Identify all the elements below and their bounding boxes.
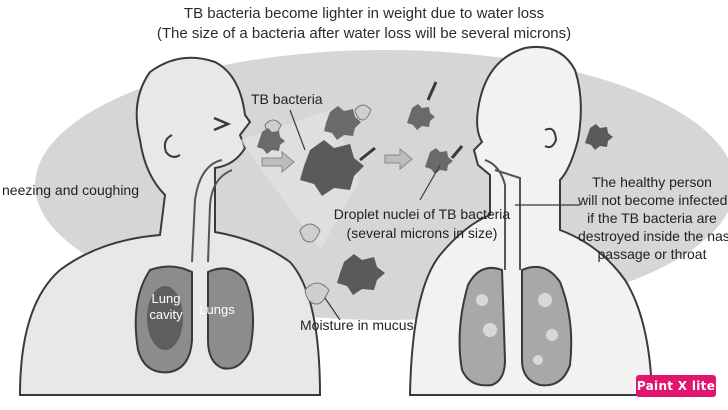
diagram-title-line1: TB bacteria become lighter in weight due… <box>183 5 545 22</box>
healthy-person <box>408 46 654 396</box>
spread-arrow <box>261 150 295 174</box>
healthy-label-line2: will not become infected <box>578 192 728 208</box>
mucus-droplet <box>354 104 372 121</box>
infected-eye <box>213 116 232 132</box>
leader-line <box>289 109 306 151</box>
rise-arrow <box>426 81 438 101</box>
tb-bacteria-label: TB bacteria <box>251 91 323 107</box>
lung-cavity-label-line1: Lung <box>151 291 181 306</box>
lung-cavity-spot <box>147 286 183 350</box>
droplet-label-line1: Droplet nuclei of TB bacteria <box>333 206 511 222</box>
infected-ear <box>163 134 181 158</box>
lung-cavity-label-line2: cavity <box>149 307 183 322</box>
healthy-lung-left <box>458 266 507 387</box>
healthy-lung-right <box>521 266 573 387</box>
lung-bubble <box>533 355 543 365</box>
healthy-airway <box>484 159 521 270</box>
rise-arrow <box>450 145 464 159</box>
healthy-ear <box>544 127 558 149</box>
infected-person <box>18 56 322 396</box>
healthy-label-line4: destroyed inside the nasal <box>578 228 728 244</box>
tb-bacterium <box>300 140 364 196</box>
tb-bacterium <box>585 124 613 150</box>
healthy-label-line5: passage or throat <box>597 246 707 262</box>
tb-bacterium <box>257 128 285 154</box>
infected-airway <box>191 159 233 263</box>
droplet-label-line2: (several microns in size) <box>346 225 498 241</box>
lungs-label: Lungs <box>199 302 235 317</box>
lung-bubble <box>538 293 552 307</box>
lung-bubble <box>483 323 497 337</box>
lung-bubble <box>546 329 558 341</box>
spread-arrow <box>384 147 413 171</box>
tb-bacterium <box>324 106 361 140</box>
healthy-label-line3: if the TB bacteria are <box>587 210 717 226</box>
tb-bacterium <box>407 104 435 130</box>
lung-bubble <box>476 294 488 306</box>
infected-lung-right <box>207 267 254 370</box>
paint-x-lite-badge: Paint X lite <box>636 375 716 397</box>
sneezing-label: neezing and coughing <box>2 182 140 198</box>
moisture-label: Moisture in mucus <box>300 317 414 333</box>
diagram-title-line2: (The size of a bacteria after water loss… <box>156 25 572 42</box>
leader-line <box>324 297 341 321</box>
healthy-label-line1: The healthy person <box>592 174 712 190</box>
mucus-droplet <box>304 282 330 305</box>
rise-arrow <box>359 146 376 162</box>
tb-bacterium <box>425 148 453 174</box>
tb-bacterium <box>337 254 385 295</box>
leader-line <box>419 164 441 201</box>
mucus-droplet <box>299 223 321 243</box>
